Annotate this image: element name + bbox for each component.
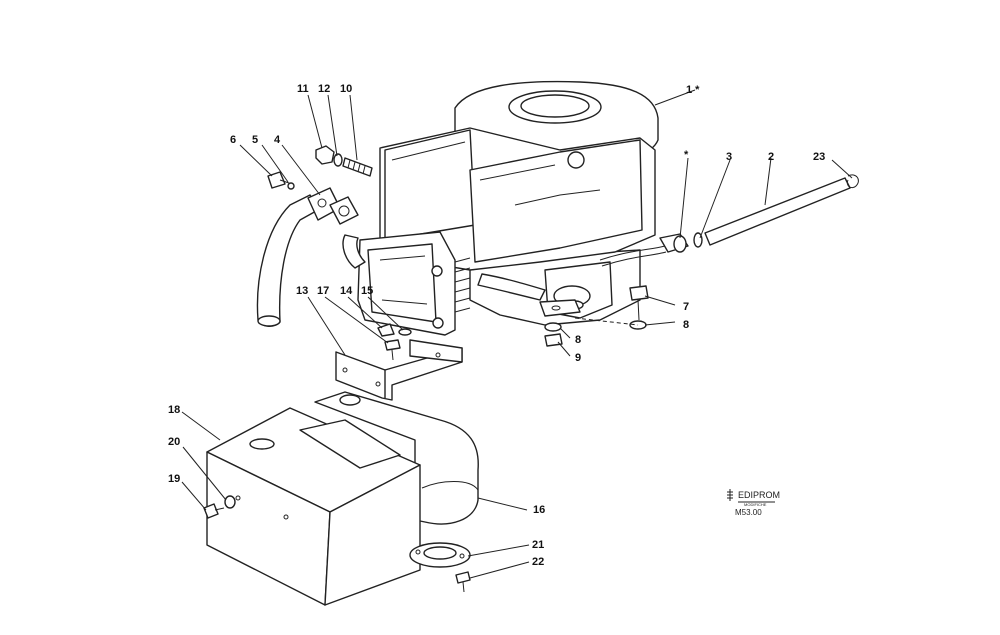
- washer-12: [333, 153, 343, 167]
- washer-8-left: [544, 322, 562, 332]
- fuel-connector: [659, 233, 689, 253]
- drawing-code: M53.00: [735, 508, 762, 517]
- heat-shield-18: [206, 407, 421, 606]
- leader-lines: [181, 89, 853, 579]
- nut-9: [544, 333, 563, 347]
- logo-subtitle: MODIFICHE: [744, 502, 767, 507]
- logo-name: EDIPROM: [738, 490, 780, 500]
- exhaust-pipe: [256, 194, 319, 327]
- callout-18: 18: [168, 404, 180, 416]
- gasket-5: [329, 196, 359, 225]
- callout-8-left: 8: [575, 334, 581, 346]
- callout-14: 14: [340, 285, 353, 297]
- washer-15: [398, 328, 412, 336]
- bolt-7: [629, 285, 649, 321]
- washer-20: [224, 495, 236, 509]
- callout-6: 6: [230, 134, 236, 146]
- nut-11: [315, 145, 335, 165]
- callout-3: 3: [726, 151, 732, 163]
- callout-20: 20: [168, 436, 180, 448]
- callout-7: 7: [683, 301, 689, 313]
- callout-8-right: 8: [683, 319, 689, 331]
- callout-5: 5: [252, 134, 258, 146]
- ediprom-logo: EDIPROM MODIFICHE: [727, 489, 780, 507]
- fuel-clip-23: [846, 174, 859, 189]
- logo-mark-icon: [727, 489, 733, 501]
- callout-12: 12: [318, 83, 330, 95]
- callout-17: 17: [317, 285, 329, 297]
- bolt-14: [377, 323, 395, 337]
- callout-11: 11: [297, 83, 309, 95]
- callout-21: 21: [532, 539, 544, 551]
- callout-23: 23: [813, 151, 825, 163]
- stud-10: [342, 157, 373, 177]
- callout-star: *: [684, 149, 689, 161]
- callout-4: 4: [274, 134, 281, 146]
- callout-16: 16: [533, 504, 545, 516]
- callout-15: 15: [361, 285, 373, 297]
- callout-13: 13: [296, 285, 308, 297]
- callout-2: 2: [768, 151, 774, 163]
- callout-1: 1 *: [686, 84, 700, 96]
- muffler-16: [314, 391, 479, 525]
- screw-19: [203, 503, 225, 519]
- screw-22: [455, 571, 471, 593]
- callout-10: 10: [340, 83, 352, 95]
- bracket-13: [335, 339, 463, 401]
- fuel-clamp-3: [693, 232, 703, 248]
- engine: [342, 80, 667, 336]
- alignment-dash: [574, 317, 639, 326]
- flange-plate-21: [409, 542, 471, 568]
- bolt-17: [384, 339, 401, 361]
- callout-9: 9: [575, 352, 581, 364]
- callout-22: 22: [532, 556, 544, 568]
- callout-19: 19: [168, 473, 180, 485]
- bolt-6: [267, 171, 295, 190]
- fuel-hose-2: [704, 177, 851, 246]
